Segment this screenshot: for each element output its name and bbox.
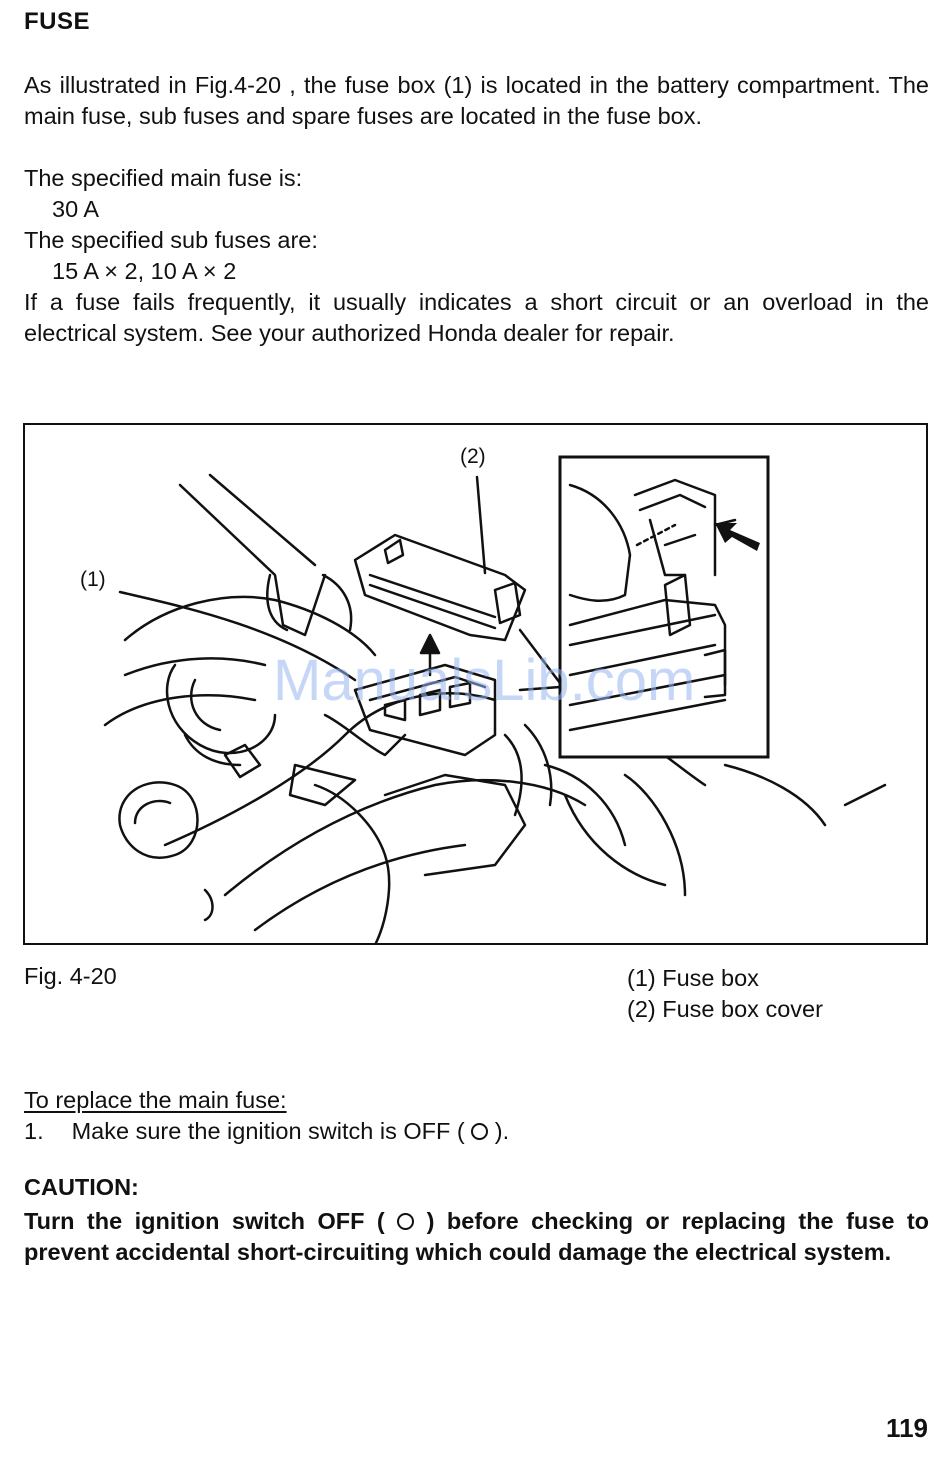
page-number: 119 [886,1413,928,1443]
warning-paragraph: If a fuse fails frequently, it usually i… [24,289,929,346]
fuse-box-illustration [103,455,887,943]
figure-caption: Fig. 4-20 [24,963,117,989]
sub-fuse-label: The specified sub fuses are: [24,227,318,253]
legend-item-fuse-box-cover: (2) Fuse box cover [627,996,823,1022]
procedure-step-1: 1. Make sure the ignition switch is OFF (… [24,1116,929,1147]
caution-title: CAUTION: [24,1174,139,1200]
step-number: 1. [24,1118,44,1144]
section-heading: FUSE [24,8,91,35]
ignition-off-icon [471,1123,489,1140]
watermark: ManualsLib.com [273,648,696,713]
main-fuse-value: 30 A [52,196,100,222]
figure-legend: (1) Fuse box (2) Fuse box cover [627,963,823,1025]
main-fuse-label: The specified main fuse is: [24,165,303,191]
callout-1: (1) [80,568,106,591]
legend-item-fuse-box: (1) Fuse box [627,965,759,991]
sub-fuse-value: 15 A × 2, 10 A × 2 [52,258,237,284]
step-text: Make sure the ignition switch is OFF ( [71,1118,465,1144]
ignition-off-icon [397,1213,415,1230]
caution-text: Turn the ignition switch OFF ( ) before … [24,1206,929,1268]
procedure-title: To replace the main fuse: [24,1087,287,1113]
callout-2: (2) [460,445,486,468]
step-text-end: ). [494,1118,510,1144]
caution-text-start: Turn the ignition switch OFF ( [24,1208,385,1234]
caution-text-end: ) before checking or replacing the fuse … [24,1208,930,1265]
fuse-box-figure: (1) (2) ManualsLib.com [23,423,928,945]
intro-paragraph: As illustrated in Fig.4-20 , the fuse bo… [24,72,929,129]
